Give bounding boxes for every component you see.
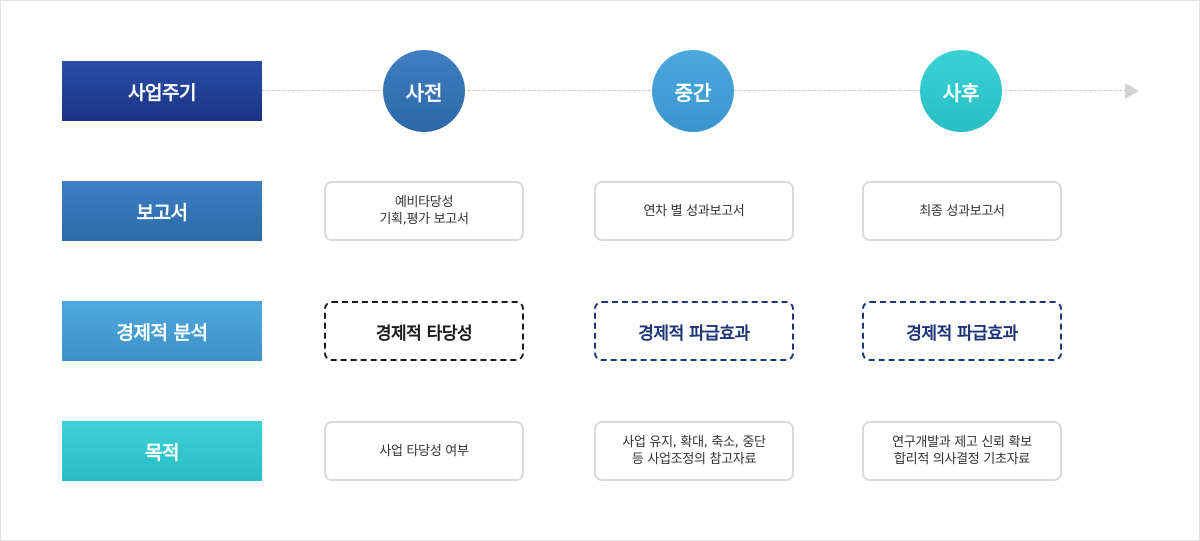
row-label-lifecycle: 사업주기 <box>62 61 262 121</box>
analysis-box-mid: 경제적 파급효과 <box>594 301 794 361</box>
report-pre-line2: 기획,평가 보고서 <box>379 212 469 227</box>
report-box-post: 최종 성과보고서 <box>862 181 1062 241</box>
report-box-pre: 예비타당성 기획,평가 보고서 <box>324 181 524 241</box>
analysis-pre-text: 경제적 타당성 <box>375 323 473 344</box>
analysis-post-text: 경제적 파급효과 <box>906 323 1018 344</box>
report-box-mid: 연차 별 성과보고서 <box>594 181 794 241</box>
timeline-arrow-icon <box>1125 83 1139 99</box>
stage-circle-post: 사후 <box>920 50 1002 132</box>
purpose-box-mid: 사업 유지, 확대, 축소, 중단 등 사업조정의 참고자료 <box>594 421 794 481</box>
analysis-box-post: 경제적 파급효과 <box>862 301 1062 361</box>
report-post-text: 최종 성과보고서 <box>919 203 1005 219</box>
purpose-post-line1: 연구개발과 제고 신뢰 확보 <box>892 435 1032 450</box>
analysis-box-pre: 경제적 타당성 <box>324 301 524 361</box>
purpose-mid-line1: 사업 유지, 확대, 축소, 중단 <box>622 435 766 450</box>
purpose-box-post: 연구개발과 제고 신뢰 확보 합리적 의사결정 기초자료 <box>862 421 1062 481</box>
purpose-post-line2: 합리적 의사결정 기초자료 <box>894 452 1030 467</box>
purpose-box-pre: 사업 타당성 여부 <box>324 421 524 481</box>
stage-circle-mid: 중간 <box>652 50 734 132</box>
row-label-report: 보고서 <box>62 181 262 241</box>
purpose-pre-text: 사업 타당성 여부 <box>379 443 469 459</box>
report-pre-line1: 예비타당성 <box>394 195 454 210</box>
stage-circle-pre: 사전 <box>383 50 465 132</box>
purpose-mid-line2: 등 사업조정의 참고자료 <box>631 452 757 467</box>
row-label-economic-analysis: 경제적 분석 <box>62 301 262 361</box>
report-mid-text: 연차 별 성과보고서 <box>643 203 745 219</box>
analysis-mid-text: 경제적 파급효과 <box>638 323 750 344</box>
row-label-purpose: 목적 <box>62 421 262 481</box>
